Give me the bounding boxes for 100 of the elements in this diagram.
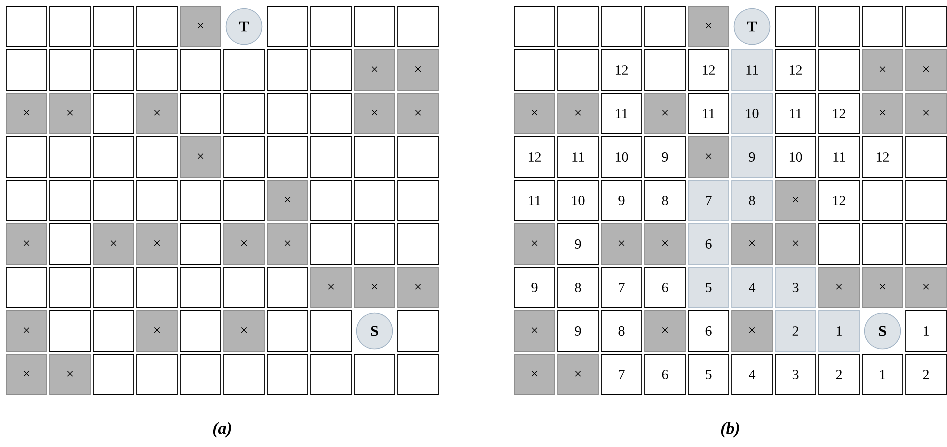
grid-cell: × xyxy=(224,310,265,352)
grid-cell: 10 xyxy=(601,136,642,178)
grid-cell xyxy=(558,6,599,48)
panel-caption: (b) xyxy=(721,422,740,438)
grid-cell xyxy=(354,224,396,265)
grid-cell xyxy=(50,224,91,265)
grid-cell: 11 xyxy=(688,93,730,134)
grid-cell xyxy=(93,180,134,222)
grid-cell xyxy=(398,6,439,48)
grid-cell: × xyxy=(398,50,439,91)
grid-cell xyxy=(136,6,178,48)
grid-cell: × xyxy=(354,50,396,91)
grid-cell: 10 xyxy=(775,136,816,178)
grid-cell: × xyxy=(136,93,178,134)
grid-cell xyxy=(310,50,352,91)
grid-cell: × xyxy=(398,267,439,308)
grid-cell xyxy=(601,6,642,48)
grid-cell xyxy=(224,267,265,308)
grid-cell xyxy=(180,267,222,308)
grid-cell: × xyxy=(644,93,686,134)
grid-cell: 9 xyxy=(558,310,599,352)
grid-cell: 9 xyxy=(601,180,642,222)
grid-cell: × xyxy=(601,224,642,265)
grid-cell: × xyxy=(6,310,48,352)
grid-cell: 1 xyxy=(818,310,860,352)
grid-cell: × xyxy=(514,354,556,396)
grid-cell xyxy=(644,6,686,48)
grid-cell xyxy=(180,93,222,134)
grid-cell xyxy=(310,93,352,134)
grid-cell: 9 xyxy=(514,267,556,308)
grid-cell: × xyxy=(906,93,947,134)
grid-cell xyxy=(267,136,308,178)
grid-cell xyxy=(180,180,222,222)
grid-cell xyxy=(310,224,352,265)
grid-cell xyxy=(558,50,599,91)
grid-cell: 8 xyxy=(732,180,773,222)
grid-cell xyxy=(136,267,178,308)
grid-cell: 9 xyxy=(644,136,686,178)
grid-cell xyxy=(354,136,396,178)
grid-cell: × xyxy=(310,267,352,308)
grid-cell: 6 xyxy=(644,354,686,396)
grid-cell: × xyxy=(6,93,48,134)
grid-cell xyxy=(93,93,134,134)
grid-cell xyxy=(862,6,904,48)
grid-cell xyxy=(224,93,265,134)
grid-cell xyxy=(267,6,308,48)
grid-cell: 6 xyxy=(644,267,686,308)
grid-cell: × xyxy=(398,93,439,134)
grid-cell xyxy=(267,267,308,308)
grid-cell xyxy=(818,50,860,91)
grid-cell: 5 xyxy=(688,354,730,396)
grid-cell xyxy=(862,180,904,222)
grid-cell: × xyxy=(354,93,396,134)
grid-cell: × xyxy=(136,224,178,265)
grid-cell: × xyxy=(862,267,904,308)
grid-cell: × xyxy=(862,50,904,91)
grid-cell xyxy=(6,267,48,308)
panel-caption: (a) xyxy=(213,422,232,438)
grid-cell xyxy=(310,310,352,352)
grid-cell xyxy=(310,6,352,48)
grid-cell: × xyxy=(906,267,947,308)
grid-cell: × xyxy=(93,224,134,265)
grid-cell: 12 xyxy=(688,50,730,91)
grid-cell xyxy=(398,310,439,352)
grid-cell: 4 xyxy=(732,267,773,308)
grid-cell: × xyxy=(688,6,730,48)
grid-cell: 11 xyxy=(775,93,816,134)
grid-cell: 7 xyxy=(601,267,642,308)
grid-cell: × xyxy=(50,93,91,134)
grid-cell: × xyxy=(180,136,222,178)
grid-cell xyxy=(180,310,222,352)
grid-cell: 1 xyxy=(906,310,947,352)
grid-cell xyxy=(398,224,439,265)
grid-cell xyxy=(862,224,904,265)
grid-cell xyxy=(906,6,947,48)
grid-cell xyxy=(906,180,947,222)
grid-cell: 11 xyxy=(558,136,599,178)
grid-cell: × xyxy=(688,136,730,178)
grid-cell: × xyxy=(775,224,816,265)
grid-cell: × xyxy=(514,310,556,352)
grid-cell: × xyxy=(818,267,860,308)
grid-cell: 2 xyxy=(775,310,816,352)
grid-cell: 4 xyxy=(732,354,773,396)
grid-cell: 9 xyxy=(732,136,773,178)
grid-cell: 8 xyxy=(558,267,599,308)
grid-cell: × xyxy=(514,224,556,265)
grid-cell xyxy=(6,6,48,48)
grid-cell: 12 xyxy=(818,93,860,134)
grid-cell: 1 xyxy=(862,354,904,396)
grid-cell xyxy=(93,50,134,91)
grid-cell xyxy=(6,180,48,222)
grid-cell xyxy=(267,93,308,134)
grid-cell xyxy=(818,224,860,265)
grid-cell xyxy=(50,50,91,91)
grid-cell xyxy=(136,354,178,396)
grid-cell: 12 xyxy=(514,136,556,178)
grid-cell: 11 xyxy=(818,136,860,178)
grid-cell xyxy=(93,310,134,352)
grid-cell: × xyxy=(6,224,48,265)
grid-cell: 3 xyxy=(775,354,816,396)
